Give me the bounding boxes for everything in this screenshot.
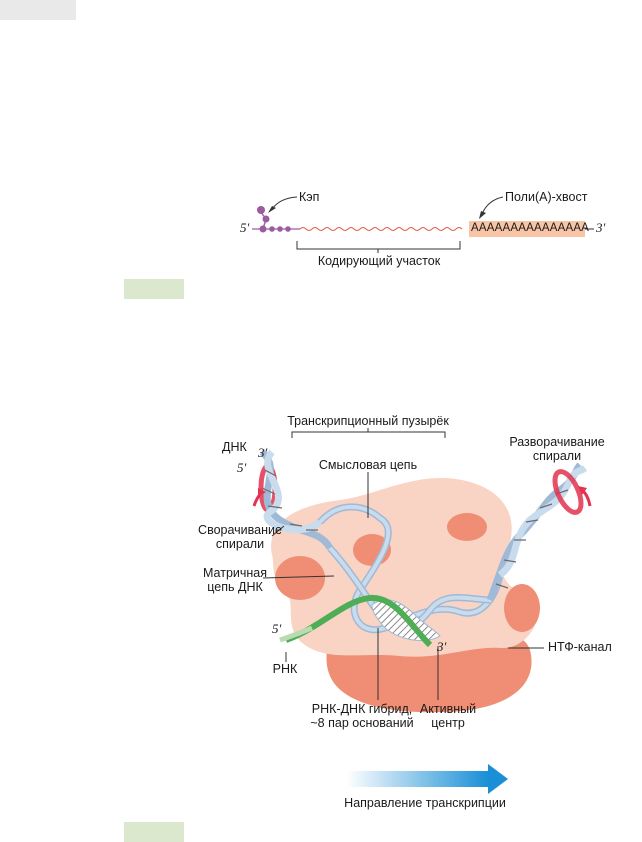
cap-pointer bbox=[271, 196, 298, 210]
unwinding-label-line2: спирали bbox=[532, 449, 582, 463]
polya-sequence: AAAAAAAAAAAAAAA bbox=[471, 222, 590, 234]
direction-arrow bbox=[346, 764, 508, 794]
dna-five-prime: 5′ bbox=[237, 460, 247, 475]
bubble-label: Транскрипционный пузырёк bbox=[287, 414, 449, 428]
active-label-line2: центр bbox=[431, 716, 465, 730]
sense-strand-label: Смысловая цепь bbox=[318, 458, 418, 472]
coding-label: Кодирующий участок bbox=[317, 254, 441, 268]
hybrid-label-line1: РНК-ДНК гибрид, bbox=[311, 702, 413, 716]
rna-label: РНК bbox=[272, 662, 298, 676]
coding-region-wave bbox=[299, 227, 463, 231]
rewinding-label-line2: спирали bbox=[215, 537, 265, 551]
polymerase-domain-4 bbox=[504, 584, 540, 632]
rewinding-label-line1: Сворачивание bbox=[198, 523, 282, 537]
template-label-line2: цепь ДНК bbox=[207, 580, 263, 594]
rna-strand bbox=[284, 594, 433, 648]
section-tab-2 bbox=[124, 822, 184, 842]
polya-tail bbox=[469, 221, 585, 237]
cap-label: Кэп bbox=[299, 190, 320, 204]
rna-five-prime: 5′ bbox=[272, 621, 282, 636]
three-prime-label: 3′ bbox=[596, 220, 606, 235]
template-pointer bbox=[262, 575, 335, 579]
upstream-dna-helix bbox=[258, 449, 334, 550]
section-tab-1 bbox=[124, 279, 184, 299]
active-label-line1: Активный bbox=[419, 702, 477, 716]
polymerase-domain-1 bbox=[447, 513, 487, 541]
cap-structure bbox=[257, 206, 291, 233]
polya-label: Поли(А)-хвост bbox=[505, 190, 588, 204]
coding-bracket bbox=[296, 241, 461, 250]
hybrid-label-line2: ~8 пар оснований bbox=[310, 716, 414, 730]
unwinding-label-line1: Разворачивание bbox=[509, 435, 605, 449]
dna-three-prime: 3′ bbox=[258, 445, 268, 460]
header-tab bbox=[0, 0, 76, 20]
polya-pointer bbox=[481, 196, 504, 215]
five-prime-label: 5′ bbox=[240, 220, 250, 235]
bubble-bracket bbox=[291, 431, 446, 438]
rna-three-prime: 3′ bbox=[437, 639, 447, 654]
dna-label: ДНК bbox=[222, 440, 247, 454]
polymerase-domain-3 bbox=[275, 556, 325, 600]
template-label-line1: Матричная bbox=[202, 566, 268, 580]
ntp-channel-label: НТФ-канал bbox=[548, 640, 612, 654]
direction-label: Направление транскрипции bbox=[344, 796, 506, 810]
downstream-dna-helix bbox=[486, 462, 588, 602]
